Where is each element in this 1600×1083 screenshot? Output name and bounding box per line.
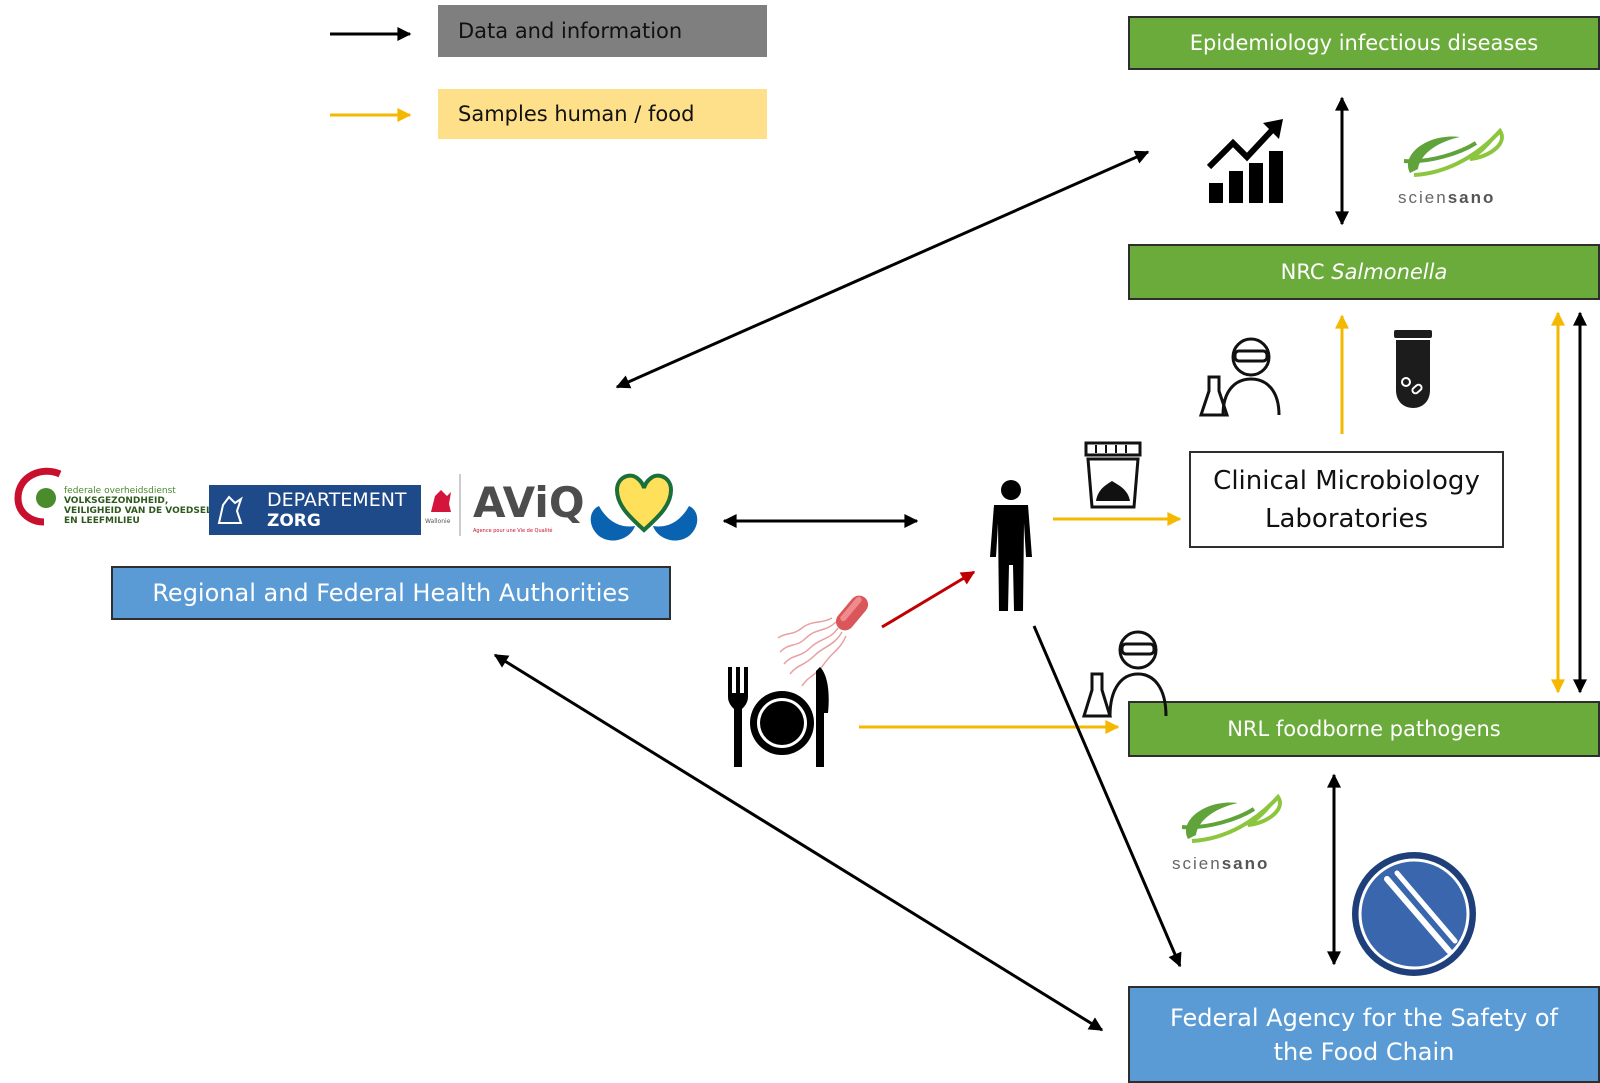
- person-icon: [990, 480, 1032, 611]
- authorities-label: Regional and Federal Health Authorities: [152, 579, 630, 607]
- epi-authorities-arrow: [615, 150, 1150, 389]
- fod-line-1: federale overheidsdienst: [64, 486, 176, 496]
- sciensano-leaf-icon-bottom: [1181, 793, 1282, 843]
- sciensano-logo-bottom: sciensano: [1168, 789, 1298, 874]
- legend-data-information: Data and information: [438, 5, 767, 57]
- fod-line-4: EN LEEFMILIEU: [64, 516, 140, 526]
- nrl-label: NRL foodborne pathogens: [1227, 717, 1501, 741]
- chart-growth-icon: [1206, 119, 1283, 203]
- nrc-prefix: NRC: [1280, 260, 1332, 284]
- sciensano-word-light: scien: [1398, 188, 1448, 207]
- sciensano-leaf-icon: [1403, 127, 1504, 177]
- nrc-organism: Salmonella: [1331, 260, 1448, 284]
- plate-cutlery-icon: [728, 667, 829, 767]
- sciensano-word-light-bottom: scien: [1172, 854, 1222, 873]
- scientist-icon-lower: [1081, 630, 1168, 718]
- nrc-salmonella-box: NRC Salmonella: [1128, 244, 1600, 300]
- authorities-logos: federale overheidsdienst VOLKSGEZONDHEID…: [12, 466, 702, 550]
- scientist-icon: [1198, 337, 1281, 417]
- aviq-wordmark: AViQ: [473, 478, 585, 527]
- legend-samples-label: Samples human / food: [458, 102, 695, 126]
- fasfc-box: Federal Agency for the Safety of the Foo…: [1128, 986, 1600, 1083]
- sciensano-wordmark-bottom: sciensano: [1172, 854, 1298, 874]
- bacteria-person-arrow: [881, 570, 976, 629]
- clinical-labs-box: Clinical Microbiology Laboratories: [1189, 451, 1504, 548]
- aviq-logo: AViQ Agence pour une Vie de Qualité: [459, 474, 591, 536]
- departement-line-1: DEPARTEMENT: [267, 489, 407, 511]
- clinical-labs-label: Clinical Microbiology Laboratories: [1213, 465, 1480, 534]
- flemish-lion-icon: [217, 495, 243, 524]
- legend-samples: Samples human / food: [438, 89, 767, 139]
- wallonie-label: Wallonie: [425, 518, 451, 525]
- fod-logo-text: federale overheidsdienst VOLKSGEZONDHEID…: [64, 486, 219, 526]
- departement-line-2: ZORG: [267, 511, 321, 531]
- stool-sample-icon: [1084, 441, 1142, 509]
- aviq-tagline: Agence pour une Vie de Qualité: [473, 528, 553, 534]
- legend-data-label: Data and information: [458, 19, 683, 43]
- wallonie-rooster-icon: [431, 490, 451, 512]
- fod-line-2: VOLKSGEZONDHEID,: [64, 496, 169, 506]
- heart-logo-icon: [590, 473, 698, 541]
- nrc-label: NRC Salmonella: [1281, 260, 1448, 284]
- sciensano-word-bold: sano: [1447, 188, 1496, 207]
- sciensano-word-bold-bottom: sano: [1221, 854, 1270, 873]
- sciensano-wordmark: sciensano: [1398, 188, 1520, 208]
- fasfc-logo: [1352, 852, 1476, 976]
- authorities-fasfc-arrow: [493, 653, 1104, 1032]
- test-tube-icon: [1394, 330, 1432, 408]
- authorities-box: Regional and Federal Health Authorities: [111, 566, 671, 620]
- sciensano-logo-top: sciensano: [1390, 123, 1520, 208]
- nrl-box: NRL foodborne pathogens: [1128, 701, 1600, 757]
- epidemiology-label: Epidemiology infectious diseases: [1189, 31, 1539, 55]
- departement-zorg-logo: DEPARTEMENT ZORG: [209, 485, 421, 535]
- fod-logo-icon: [14, 467, 62, 526]
- fasfc-label: Federal Agency for the Safety of the Foo…: [1170, 1003, 1558, 1066]
- bacteria-icon: [777, 595, 869, 687]
- epidemiology-box: Epidemiology infectious diseases: [1128, 16, 1600, 70]
- fod-line-3: VEILIGHEID VAN DE VOEDSELK: [64, 506, 219, 516]
